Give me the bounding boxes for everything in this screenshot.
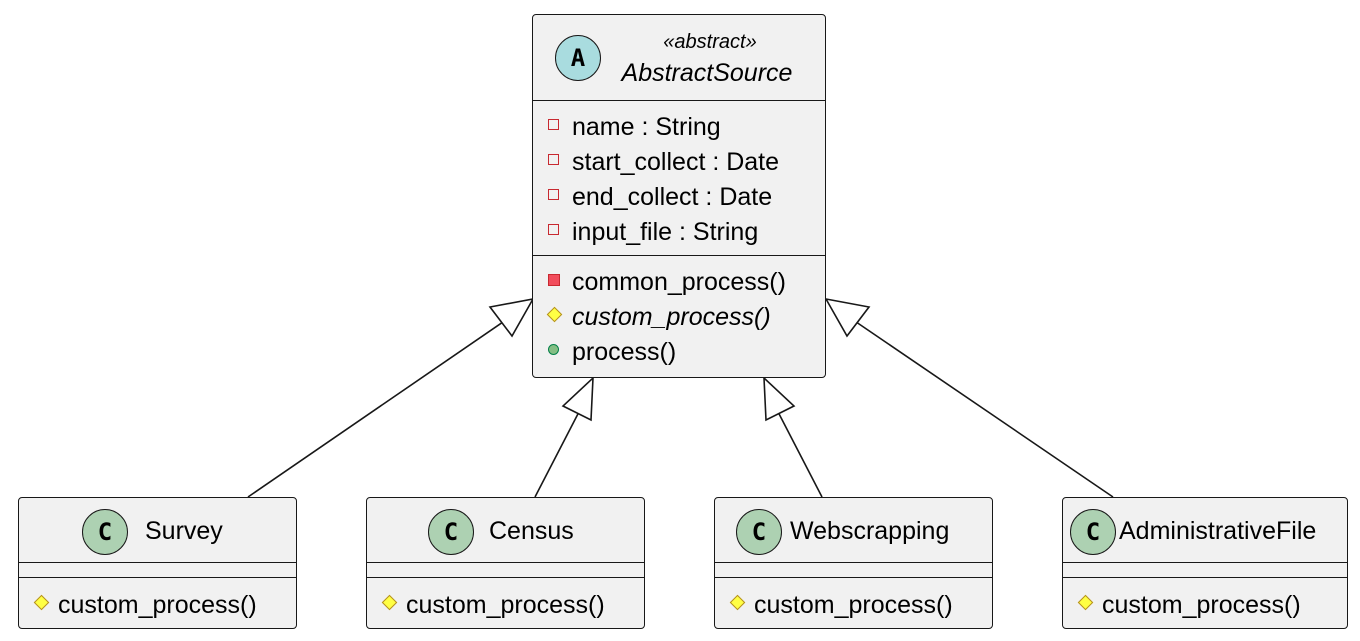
private-attribute-icon bbox=[548, 154, 559, 165]
methods-compartment: custom_process() bbox=[367, 578, 644, 628]
edge-survey bbox=[247, 310, 520, 498]
abstract-class-box[interactable]: A «abstract» AbstractSource name : Strin… bbox=[532, 14, 826, 378]
empty-attributes-compartment bbox=[1063, 563, 1347, 577]
divider bbox=[1063, 562, 1347, 563]
class-box-survey[interactable]: C Survey custom_process() bbox=[18, 497, 297, 629]
protected-method-icon bbox=[729, 594, 746, 611]
class-box-administrativefile[interactable]: C AdministrativeFile custom_process() bbox=[1062, 497, 1348, 629]
divider bbox=[715, 562, 992, 563]
abstract-class-badge-icon: A bbox=[555, 35, 601, 81]
methods-compartment: custom_process() bbox=[1063, 578, 1347, 628]
class-header: C Census bbox=[367, 498, 644, 562]
class-name: Survey bbox=[145, 517, 223, 545]
protected-method-icon bbox=[546, 306, 563, 323]
divider bbox=[367, 562, 644, 563]
class-box-census[interactable]: C Census custom_process() bbox=[366, 497, 645, 629]
class-badge-icon: C bbox=[736, 509, 782, 555]
edge-census bbox=[534, 407, 582, 498]
arrowhead-census bbox=[561, 376, 594, 422]
stereotype-label: «abstract» bbox=[663, 31, 757, 53]
private-attribute-icon bbox=[548, 224, 559, 235]
methods-compartment: custom_process() bbox=[715, 578, 992, 628]
class-box-webscrapping[interactable]: C Webscrapping custom_process() bbox=[714, 497, 993, 629]
divider bbox=[715, 577, 992, 578]
divider bbox=[533, 255, 825, 256]
class-name: Webscrapping bbox=[790, 517, 950, 545]
class-header: C Survey bbox=[19, 498, 296, 562]
private-attribute-icon bbox=[548, 189, 559, 200]
divider bbox=[533, 100, 825, 101]
protected-method-icon bbox=[33, 594, 50, 611]
class-name: AdministrativeFile bbox=[1119, 517, 1317, 545]
arrowhead-survey bbox=[488, 297, 535, 338]
private-method-icon bbox=[548, 274, 560, 286]
class-badge-icon: C bbox=[1070, 509, 1116, 555]
methods-compartment: common_process() custom_process() proces… bbox=[533, 256, 825, 374]
divider bbox=[19, 577, 296, 578]
arrowhead-administrativefile bbox=[824, 297, 871, 338]
edge-administrativefile bbox=[839, 310, 1114, 498]
edge-webscrapping bbox=[775, 407, 823, 498]
divider bbox=[367, 577, 644, 578]
protected-method-icon bbox=[381, 594, 398, 611]
public-method-icon bbox=[548, 344, 559, 355]
methods-compartment: custom_process() bbox=[19, 578, 296, 628]
private-attribute-icon bbox=[548, 119, 559, 130]
class-header: C Webscrapping bbox=[715, 498, 992, 562]
empty-attributes-compartment bbox=[367, 563, 644, 577]
class-header: A «abstract» AbstractSource bbox=[533, 15, 825, 100]
arrowhead-webscrapping bbox=[763, 376, 796, 422]
empty-attributes-compartment bbox=[19, 563, 296, 577]
class-badge-icon: C bbox=[82, 509, 128, 555]
class-name: Census bbox=[489, 517, 574, 545]
empty-attributes-compartment bbox=[715, 563, 992, 577]
class-badge-icon: C bbox=[428, 509, 474, 555]
protected-method-icon bbox=[1077, 594, 1094, 611]
class-header: C AdministrativeFile bbox=[1063, 498, 1347, 562]
divider bbox=[19, 562, 296, 563]
attributes-compartment: name : String start_collect : Date end_c… bbox=[533, 101, 825, 255]
class-name: AbstractSource bbox=[621, 59, 793, 87]
divider bbox=[1063, 577, 1347, 578]
